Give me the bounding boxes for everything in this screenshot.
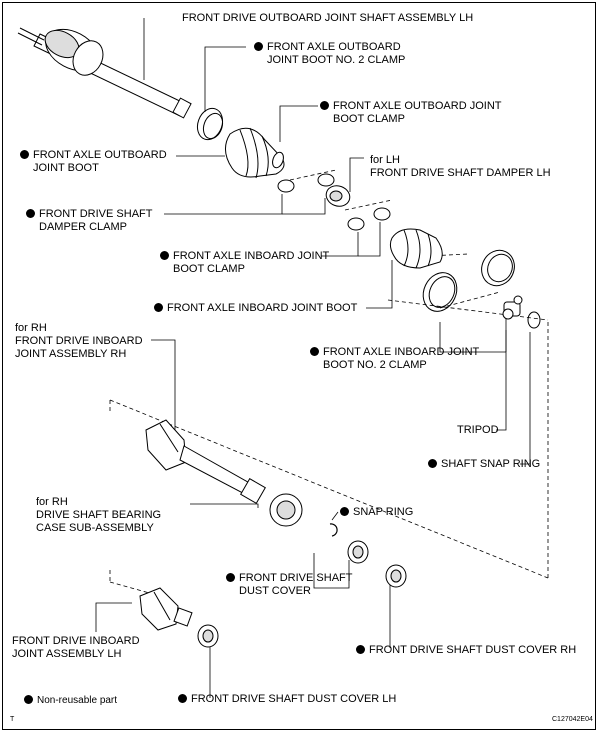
label-damper-clamp: FRONT DRIVE SHAFT DAMPER CLAMP xyxy=(26,208,152,234)
label-inboard-boot-no2-clamp: FRONT AXLE INBOARD JOINT BOOT NO. 2 CLAM… xyxy=(310,346,479,372)
non-reusable-marker xyxy=(254,42,263,51)
label-bearing-case: for RH DRIVE SHAFT BEARING CASE SUB-ASSE… xyxy=(36,496,162,534)
inboard-clamp-no2-drawing xyxy=(422,249,515,312)
figure-id: C127042E04 xyxy=(552,716,593,723)
outboard-shaft-drawing xyxy=(17,27,192,119)
outboard-boot-drawing xyxy=(225,127,285,179)
inboard-boot-drawing xyxy=(389,228,443,269)
label-outboard-boot: FRONT AXLE OUTBOARD JOINT BOOT xyxy=(20,149,167,175)
non-reusable-marker xyxy=(340,507,349,516)
snap-ring-drawing xyxy=(329,523,338,537)
legend-non-reusable: Non-reusable part xyxy=(24,694,117,707)
label-dust-cover-rh: FRONT DRIVE SHAFT DUST COVER RH xyxy=(356,644,576,657)
non-reusable-marker xyxy=(154,303,163,312)
dashed-guides xyxy=(109,169,549,597)
label-outboard-boot-no2-clamp: FRONT AXLE OUTBOARD JOINT BOOT NO. 2 CLA… xyxy=(254,41,405,67)
corner-mark: T xyxy=(10,716,15,723)
outboard-clamp-no2-drawing xyxy=(196,107,224,141)
label-inboard-boot-clamp: FRONT AXLE INBOARD JOINT BOOT CLAMP xyxy=(160,250,329,276)
non-reusable-marker xyxy=(310,347,319,356)
non-reusable-marker xyxy=(26,209,35,218)
label-outboard-shaft: FRONT DRIVE OUTBOARD JOINT SHAFT ASSEMBL… xyxy=(182,12,474,24)
boot-clamps-drawing xyxy=(277,173,391,231)
label-dust-cover: FRONT DRIVE SHAFT DUST COVER xyxy=(226,572,352,598)
non-reusable-marker xyxy=(20,150,29,159)
label-snap-ring: SNAP RING xyxy=(340,506,413,519)
label-inboard-joint-lh: FRONT DRIVE INBOARD JOINT ASSEMBLY LH xyxy=(12,635,140,660)
label-outboard-boot-clamp: FRONT AXLE OUTBOARD JOINT BOOT CLAMP xyxy=(320,100,502,126)
label-damper-lh: for LH FRONT DRIVE SHAFT DAMPER LH xyxy=(370,154,551,179)
tripod-drawing xyxy=(502,295,541,329)
non-reusable-marker xyxy=(24,695,33,704)
label-inboard-joint-rh: for RH FRONT DRIVE INBOARD JOINT ASSEMBL… xyxy=(15,322,143,360)
dust-covers-drawing xyxy=(197,540,407,648)
non-reusable-marker xyxy=(356,645,365,654)
non-reusable-marker xyxy=(320,101,329,110)
non-reusable-marker xyxy=(160,251,169,260)
inboard-joint-lh-drawing xyxy=(139,587,193,631)
leader-lines xyxy=(95,18,531,698)
label-dust-cover-lh: FRONT DRIVE SHAFT DUST COVER LH xyxy=(178,693,396,706)
inboard-joint-rh-drawing xyxy=(145,419,303,527)
label-inboard-boot: FRONT AXLE INBOARD JOINT BOOT xyxy=(154,302,357,315)
label-tripod: TRIPOD xyxy=(457,424,499,436)
non-reusable-marker xyxy=(178,694,187,703)
non-reusable-marker xyxy=(226,573,235,582)
non-reusable-marker xyxy=(428,459,437,468)
label-shaft-snap-ring: SHAFT SNAP RING xyxy=(428,458,540,471)
